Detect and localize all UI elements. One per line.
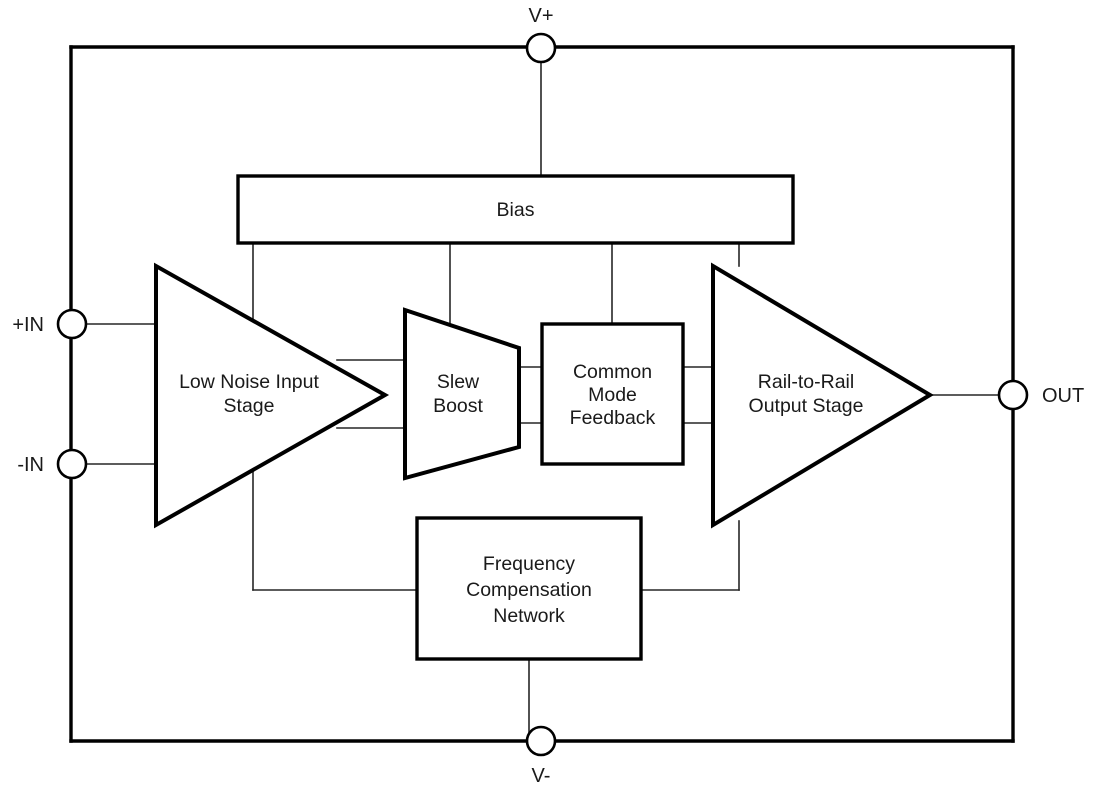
block-frequency-compensation-network-label-line3: Network [493, 605, 565, 627]
terminal-node-vplus[interactable] [525, 32, 557, 64]
block-bias[interactable] [236, 174, 795, 245]
block-bias-label: Bias [497, 199, 535, 221]
block-common-mode-feedback-label-line2: Mode [588, 384, 637, 406]
block-slew-boost[interactable] [403, 307, 521, 481]
terminal-label-plus-in: +IN [12, 314, 44, 336]
terminal-label-minus-in: -IN [17, 454, 44, 476]
block-low-noise-input-stage-label-line1: Low Noise Input [179, 371, 319, 393]
block-rail-to-rail-output-stage[interactable] [711, 262, 934, 529]
block-common-mode-feedback-label-line1: Common [573, 361, 652, 383]
block-rail-to-rail-output-stage-label-line1: Rail-to-Rail [758, 371, 854, 393]
block-slew-boost-label-line2: Boost [433, 395, 483, 417]
block-slew-boost-label-line1: Slew [437, 371, 480, 393]
block-frequency-compensation-network[interactable] [415, 516, 643, 661]
block-frequency-compensation-network-label-line2: Compensation [466, 579, 592, 601]
block-low-noise-input-stage-label-line2: Stage [224, 395, 275, 417]
block-frequency-compensation-network-label-line1: Frequency [483, 553, 575, 575]
block-low-noise-input-stage[interactable] [154, 262, 390, 529]
block-common-mode-feedback[interactable] [540, 322, 685, 466]
terminal-node-plus-in[interactable] [56, 308, 88, 340]
terminal-node-minus-in[interactable] [56, 448, 88, 480]
terminal-node-out[interactable] [997, 379, 1029, 411]
terminal-label-vplus: V+ [528, 5, 553, 27]
terminal-label-vminus: V- [532, 765, 551, 787]
block-rail-to-rail-output-stage-label-line2: Output Stage [749, 395, 864, 417]
terminal-node-vminus[interactable] [525, 725, 557, 757]
terminal-label-out: OUT [1042, 385, 1084, 407]
block-common-mode-feedback-label-line3: Feedback [570, 407, 656, 429]
